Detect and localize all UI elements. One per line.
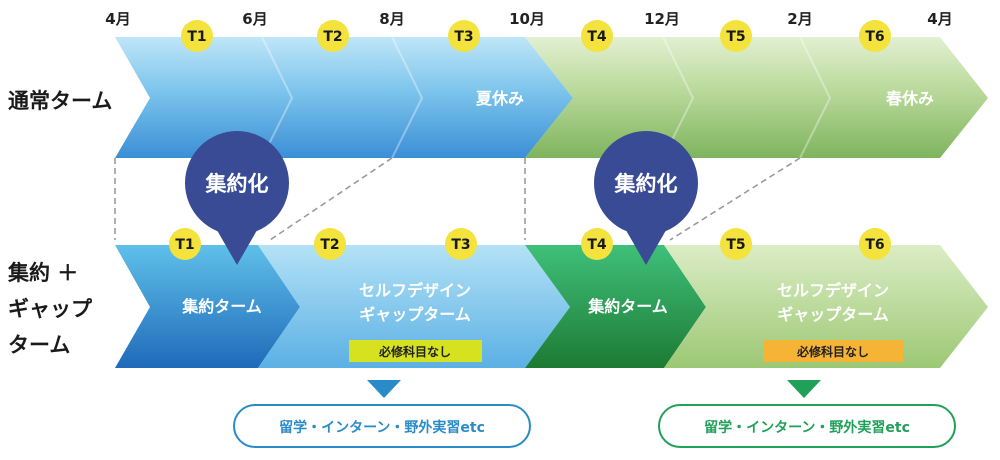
intensify-bubble: 集約化 xyxy=(594,131,698,265)
svg-text:T1: T1 xyxy=(187,29,206,45)
term-badge: T5 xyxy=(720,20,752,52)
gap-term-label-line1: セルフデザイン xyxy=(359,281,471,300)
gap-term-label-line1: セルフデザイン xyxy=(777,281,889,300)
term-badge: T1 xyxy=(181,20,213,52)
svg-text:必修科目なし: 必修科目なし xyxy=(378,344,451,359)
normal-second-half-arrow xyxy=(525,37,988,158)
term-badge: T6 xyxy=(859,20,891,52)
term-badge: T4 xyxy=(581,20,613,52)
term-badge: T5 xyxy=(720,228,752,260)
month-label: 4月 xyxy=(105,10,130,28)
term-divider xyxy=(391,36,424,159)
term-badge: T2 xyxy=(317,20,349,52)
activity-note: 留学・インターン・野外実習etc xyxy=(658,404,956,448)
summer-break-label: 夏休み xyxy=(475,89,524,108)
row-label-term: ターム xyxy=(8,333,70,357)
term-badge: T3 xyxy=(448,20,480,52)
intensive-term-label: 集約ターム xyxy=(181,297,262,316)
month-label: 2月 xyxy=(787,10,812,28)
activity-note: 留学・インターン・野外実習etc xyxy=(233,404,531,448)
down-triangle-icon xyxy=(367,380,401,398)
intensive-term-label: 集約ターム xyxy=(587,297,668,316)
row-label-intensive: 集約 ＋ xyxy=(7,261,78,285)
svg-text:T5: T5 xyxy=(726,237,745,253)
svg-text:留学・インターン・野外実習etc: 留学・インターン・野外実習etc xyxy=(704,419,910,436)
intensive-term-arrow-2 xyxy=(525,245,706,368)
svg-text:T3: T3 xyxy=(454,29,473,45)
down-triangle-icon xyxy=(787,380,821,398)
term-divider xyxy=(261,36,294,159)
svg-text:T6: T6 xyxy=(865,237,884,253)
gap-term-arrow-2 xyxy=(664,245,988,368)
term-badge: T1 xyxy=(169,228,201,260)
normal-first-half-arrow xyxy=(115,37,573,158)
gap-term-arrow-1 xyxy=(258,245,570,368)
intensify-bubble: 集約化 xyxy=(185,131,289,265)
row-label-normal: 通常ターム xyxy=(8,89,112,113)
intensive-term-arrow-1 xyxy=(115,245,300,368)
month-label: 10月 xyxy=(509,10,545,28)
spring-break-label: 春休み xyxy=(885,89,934,108)
svg-text:T2: T2 xyxy=(323,29,342,45)
svg-text:T1: T1 xyxy=(175,237,194,253)
svg-text:T3: T3 xyxy=(451,237,470,253)
gap-term-label-line2: ギャップターム xyxy=(777,305,889,324)
month-label: 6月 xyxy=(242,10,267,28)
term-divider xyxy=(662,36,695,159)
row-label-gap: ギャップ xyxy=(8,297,93,321)
svg-text:T6: T6 xyxy=(865,29,884,45)
svg-text:必修科目なし: 必修科目なし xyxy=(796,344,869,359)
no-required-tag: 必修科目なし xyxy=(763,340,903,362)
term-badge: T4 xyxy=(581,228,613,260)
normal-term-row: 夏休み 春休み xyxy=(115,36,988,159)
month-label: 8月 xyxy=(379,10,404,28)
gap-term-label-line2: ギャップターム xyxy=(359,305,471,324)
term-badge: T2 xyxy=(314,228,346,260)
svg-text:T2: T2 xyxy=(320,237,339,253)
svg-text:T4: T4 xyxy=(587,237,607,253)
month-label: 4月 xyxy=(927,10,952,28)
svg-text:留学・インターン・野外実習etc: 留学・インターン・野外実習etc xyxy=(279,419,485,436)
svg-text:T5: T5 xyxy=(726,29,745,45)
svg-text:集約化: 集約化 xyxy=(614,172,678,196)
svg-text:集約化: 集約化 xyxy=(205,172,269,196)
term-badge: T6 xyxy=(859,228,891,260)
term-divider xyxy=(799,36,832,159)
no-required-tag: 必修科目なし xyxy=(349,340,482,362)
month-label: 12月 xyxy=(644,10,680,28)
term-badge: T3 xyxy=(445,228,477,260)
compression-guides xyxy=(114,157,801,241)
svg-text:T4: T4 xyxy=(587,29,607,45)
intensive-term-row xyxy=(115,245,988,368)
